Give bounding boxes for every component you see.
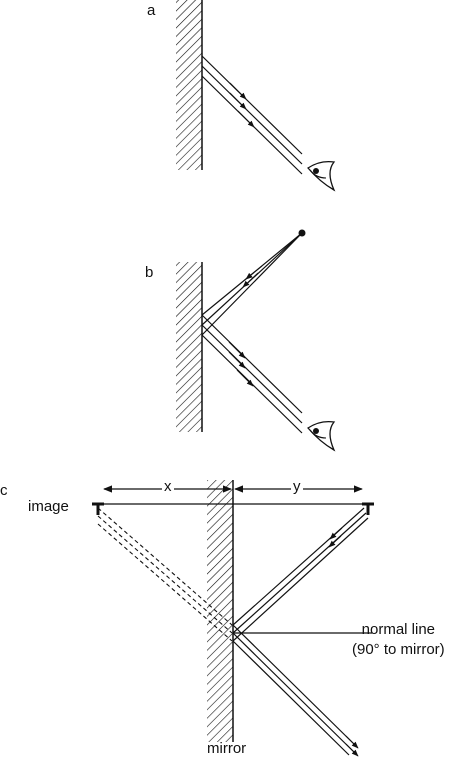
ray-a-1 (201, 55, 303, 155)
y-label: y (291, 478, 303, 495)
incident-c-1 (232, 507, 365, 626)
virtual-ray-1 (97, 507, 233, 626)
arrow-b-out-2 (228, 351, 246, 369)
arrow-a-3 (237, 110, 255, 128)
arrow-c-in-1 (329, 527, 343, 540)
reflected-b-2 (201, 324, 303, 424)
arrow-c-out-1 (345, 735, 359, 749)
image-object-icon (92, 502, 104, 515)
reflected-c-1 (232, 624, 357, 747)
reflected-b-1 (201, 314, 303, 414)
x-label: x (162, 478, 174, 495)
arrow-b-out-3 (236, 369, 254, 387)
panel-b-label: b (145, 264, 154, 281)
panel-b (176, 229, 336, 452)
mirror-label: mirror (207, 740, 247, 757)
reflected-c-2 (232, 632, 357, 755)
reflected-b-3 (201, 334, 303, 434)
incident-c-2 (232, 512, 367, 634)
panel-a (176, 0, 336, 192)
eye-icon (307, 160, 336, 192)
panel-c-label: c (0, 482, 8, 499)
ray-a-2 (201, 65, 303, 165)
reflected-c-3 (232, 640, 350, 756)
normal-line-label: normal line (90° to mirror) (352, 620, 445, 660)
panel-a-label: a (147, 2, 156, 19)
normal-line-label-line2: (90° to mirror) (352, 641, 445, 658)
arrow-b-in-1 (245, 265, 263, 280)
eye-icon (307, 420, 336, 452)
mirror-b (176, 262, 202, 432)
panel-c (92, 480, 374, 757)
arrow-b-in-2 (242, 272, 259, 288)
incident-b-3 (201, 232, 303, 336)
real-object-icon (362, 502, 374, 515)
arrow-c-out-2 (345, 743, 359, 757)
image-label: image (28, 498, 69, 515)
arrow-b-out-1 (228, 341, 246, 359)
virtual-ray-2 (97, 515, 233, 634)
mirror-c (207, 480, 233, 742)
arrow-a-1 (229, 82, 247, 100)
normal-line-label-line1: normal line (361, 621, 436, 638)
arrow-c-in-2 (328, 535, 342, 548)
arrow-a-2 (229, 92, 247, 110)
mirror-a (176, 0, 202, 170)
virtual-ray-3 (97, 523, 233, 642)
incident-c-3 (232, 517, 369, 642)
